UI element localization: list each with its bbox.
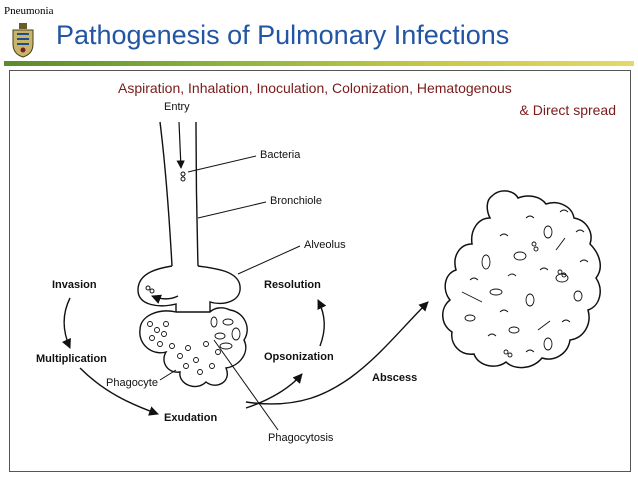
content-frame [9,70,631,472]
bronchiole-tube [159,121,199,267]
label-phagocytosis: Phagocytosis [268,432,334,444]
page-title: Pathogenesis of Pulmonary Infections [56,20,510,50]
entry-arrow [176,121,185,169]
bacteria-in-tube [180,171,186,182]
subtitle-line-1: Aspiration, Inhalation, Inoculation, Col… [118,80,512,96]
alveolar-cells [147,316,241,375]
label-alveolus: Alveolus [304,239,346,251]
label-bacteria: Bacteria [260,149,301,161]
corner-label: Pneumonia [4,5,54,17]
label-phagocyte: Phagocyte [106,377,158,389]
label-invasion: Invasion [52,279,97,291]
title-divider [4,61,634,66]
abscess-tissue [442,190,602,369]
alveolar-cluster [139,307,248,388]
cycle-arrows [61,294,429,416]
label-exudation: Exudation [164,412,217,424]
leader-lines [159,155,301,431]
abscess-contents [461,209,589,358]
label-multiplication: Multiplication [36,353,107,365]
alveolus-sac [137,265,241,312]
label-resolution: Resolution [264,279,321,291]
label-abscess: Abscess [372,372,417,384]
subtitle-line-2: & Direct spread [519,102,616,118]
bacteria-in-alveolus [145,285,155,294]
label-entry: Entry [164,101,190,113]
crest-logo-icon [12,23,34,58]
label-opsonization: Opsonization [264,351,334,363]
label-bronchiole: Bronchiole [270,195,322,207]
